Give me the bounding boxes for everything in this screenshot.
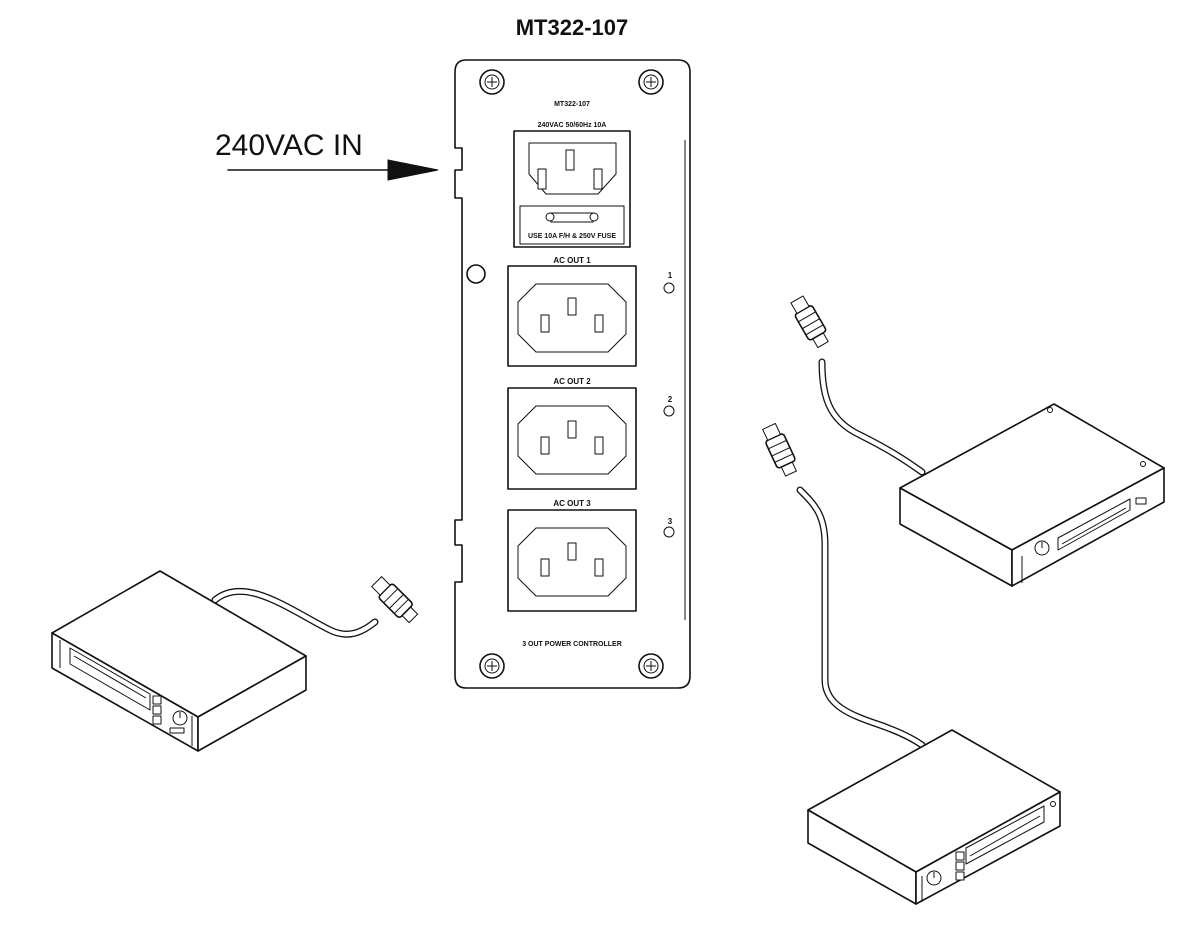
- mounting-hole: [466, 264, 486, 284]
- screw-icon: [638, 69, 664, 95]
- status-led: [663, 405, 675, 417]
- power-plug-icon: [371, 576, 419, 624]
- ac-outlet: [507, 387, 637, 490]
- led-number: 3: [668, 517, 673, 526]
- power-controller-panel: MT322-107 240VAC 50/60Hz 10A USE 10A F/H…: [454, 59, 691, 689]
- screw-icon: [479, 653, 505, 679]
- power-plug-icon: [762, 422, 797, 477]
- device-top-right: [790, 295, 1165, 587]
- power-plug-icon: [790, 295, 829, 349]
- input-label: 240VAC IN: [215, 129, 363, 162]
- ac-outlet: [507, 265, 637, 367]
- input-arrow: [227, 159, 439, 181]
- fuse-text: USE 10A F/H & 250V FUSE: [528, 233, 616, 240]
- led-number: 1: [668, 271, 673, 280]
- device-left: [51, 570, 419, 752]
- outlet-label: AC OUT 3: [553, 499, 591, 508]
- status-led: [663, 282, 675, 294]
- status-led: [663, 526, 675, 538]
- screw-icon: [479, 69, 505, 95]
- outlet-label: AC OUT 1: [553, 256, 591, 265]
- panel-footer-text: 3 OUT POWER CONTROLLER: [522, 641, 622, 648]
- inlet-rating-text: 240VAC 50/60Hz 10A: [538, 122, 607, 129]
- outlet-label: AC OUT 2: [553, 377, 591, 386]
- panel-model-text: MT322-107: [554, 101, 590, 108]
- screw-icon: [638, 653, 664, 679]
- ac-inlet: USE 10A F/H & 250V FUSE: [513, 130, 631, 248]
- device-bottom-right: [762, 422, 1061, 905]
- led-number: 2: [668, 395, 673, 404]
- diagram-title: MT322-107: [516, 15, 629, 40]
- ac-outlet: [507, 509, 637, 612]
